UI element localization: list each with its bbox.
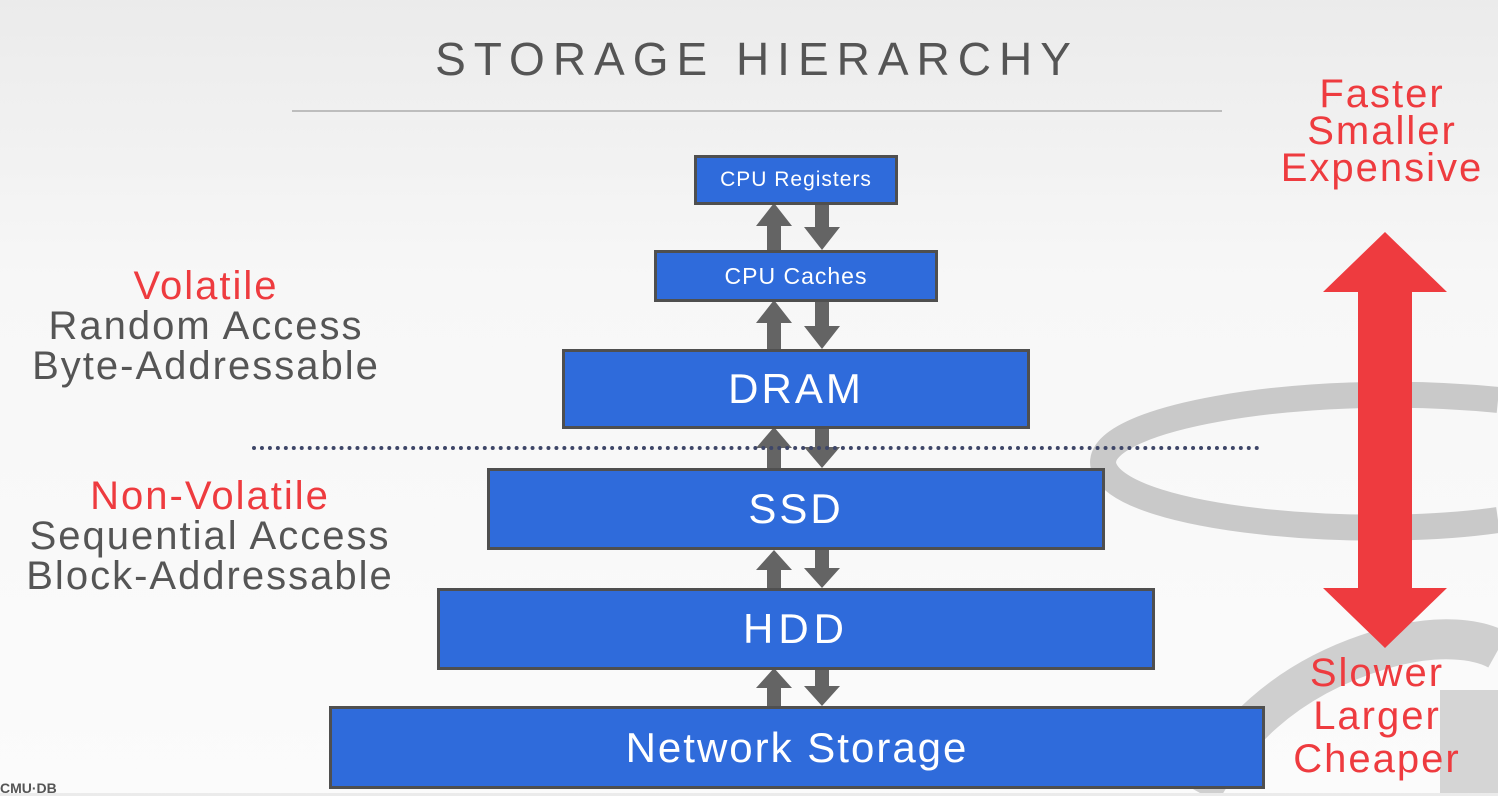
up-arrow-icon <box>756 550 792 588</box>
non-volatile-line: Sequential Access <box>29 514 391 558</box>
trait-larger: Larger <box>1313 694 1441 738</box>
trait-cheaper: Cheaper <box>1293 737 1461 781</box>
tier-network-storage: Network Storage <box>329 706 1265 789</box>
top-traits: Faster Smaller Expensive <box>1262 72 1498 190</box>
tier-ssd: SSD <box>487 468 1105 550</box>
trait-smaller: Smaller <box>1307 109 1457 153</box>
non-volatile-label-group: Non-Volatile Sequential Access Block-Add… <box>0 476 420 596</box>
volatile-heading: Volatile <box>133 264 279 308</box>
volatile-label-group: Volatile Random Access Byte-Addressable <box>0 266 412 386</box>
tier-dram: DRAM <box>562 349 1030 429</box>
trait-slower: Slower <box>1309 651 1445 695</box>
down-arrow-icon <box>804 300 840 349</box>
down-arrow-icon <box>804 550 840 588</box>
down-arrow-icon <box>804 203 840 250</box>
trait-faster: Faster <box>1319 72 1445 116</box>
non-volatile-heading: Non-Volatile <box>90 474 330 518</box>
bottom-traits: Slower Larger Cheaper <box>1272 652 1482 781</box>
cmu-db-logo: CMU·DB <box>0 780 57 796</box>
up-arrow-icon <box>756 300 792 349</box>
slide-title: STORAGE HIERARCHY <box>435 33 1079 85</box>
down-arrow-icon <box>804 668 840 706</box>
volatile-line: Byte-Addressable <box>32 344 380 388</box>
tier-hdd: HDD <box>437 588 1155 670</box>
trait-expensive: Expensive <box>1280 146 1484 190</box>
up-arrow-icon <box>756 668 792 706</box>
up-arrow-icon <box>756 203 792 250</box>
title-divider <box>292 110 1222 112</box>
volatility-divider <box>252 446 1260 450</box>
non-volatile-line: Block-Addressable <box>26 554 394 598</box>
tier-cpu-registers: CPU Registers <box>694 155 898 205</box>
volatile-line: Random Access <box>48 304 364 348</box>
tier-cpu-caches: CPU Caches <box>654 250 938 302</box>
